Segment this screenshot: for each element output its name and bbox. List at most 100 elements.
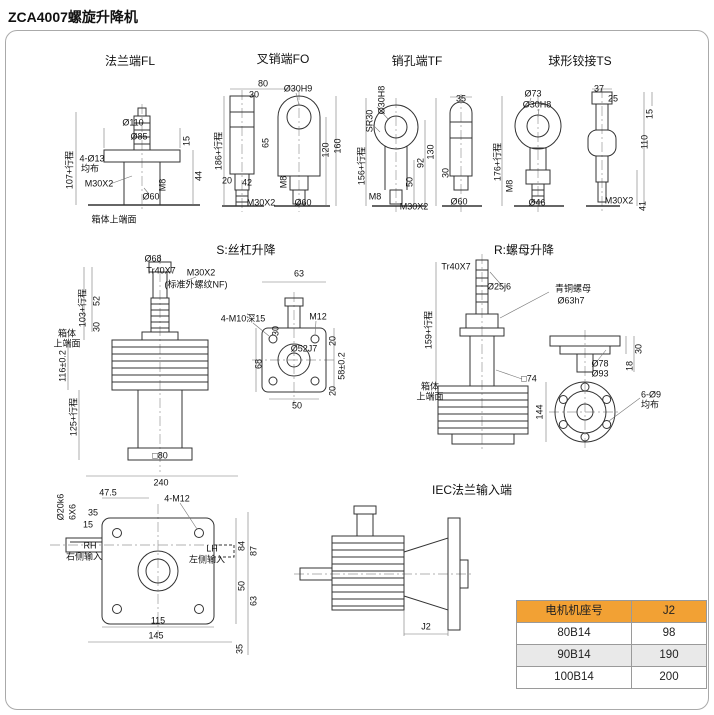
note-r-bronze-nut: 青铜螺母 xyxy=(554,283,592,294)
dim-r-travel: 159+行程 xyxy=(423,310,434,350)
dim-fo-travel: 186+行程 xyxy=(213,131,224,171)
dim-fl-m8: M8 xyxy=(157,178,168,192)
note-r-box2: 上端面 xyxy=(416,391,444,402)
dim-s-m30: M30X2 xyxy=(186,267,216,278)
table-cell-frame: 90B14 xyxy=(517,645,632,666)
table-row: 80B14 98 xyxy=(517,622,706,644)
view-s-drawing xyxy=(67,254,238,477)
dim-input-63: 63 xyxy=(248,595,259,607)
dim-fl-junbu: 均布 xyxy=(80,163,100,174)
dim-tf-d30h8: Ø30H8 xyxy=(376,85,387,115)
dim-ts-d46: Ø46 xyxy=(528,197,546,208)
section-title-ts: 球形铰接TS xyxy=(548,54,612,68)
dim-s-sq80: □80 xyxy=(152,450,168,461)
dim-fo-m30: M30X2 xyxy=(246,197,276,208)
section-title-fo: 叉销端FO xyxy=(256,52,310,66)
view-ts-drawing xyxy=(501,88,653,212)
dim-tf-30: 30 xyxy=(440,167,451,179)
note-s-box1: 箱体 xyxy=(57,328,77,339)
dim-s-30: 30 xyxy=(91,321,102,333)
dim-r-sq74: □74 xyxy=(521,373,537,384)
note-s-box2: 上端面 xyxy=(53,338,81,349)
dim-sside-68: 68 xyxy=(253,358,264,370)
dim-tf-m8: M8 xyxy=(368,191,382,202)
note-s-thread: (标准外螺纹NF) xyxy=(164,279,228,290)
dim-tf-130: 130 xyxy=(425,144,436,160)
dim-sside-50: 50 xyxy=(291,400,303,411)
dim-input-115: 115 xyxy=(150,615,166,626)
view-s-side-drawing xyxy=(252,281,336,404)
dim-tf-travel: 156+行程 xyxy=(356,146,367,186)
dim-ts-m8: M8 xyxy=(504,179,515,193)
note-input-rh: RH xyxy=(83,540,97,551)
dim-r-18: 18 xyxy=(624,360,635,372)
section-title-r: R:螺母升降 xyxy=(493,243,555,257)
dim-tf-d60: Ø60 xyxy=(450,196,468,207)
view-fl-drawing xyxy=(75,104,200,212)
dim-fl-d110: Ø110 xyxy=(122,117,144,128)
dim-fo-42: 42 xyxy=(241,177,253,188)
dim-fl-d60: Ø60 xyxy=(142,191,160,202)
dim-tf-m30: M30X2 xyxy=(399,201,429,212)
dim-r-d25j6: Ø25j6 xyxy=(486,281,512,292)
dim-input-4m12: 4-M12 xyxy=(164,493,190,504)
table-row: 100B14 200 xyxy=(517,666,706,688)
view-input-drawing xyxy=(50,497,249,655)
view-fo-drawing xyxy=(222,88,337,212)
dim-ts-d73: Ø73 xyxy=(524,88,542,99)
table-cell-j2: 200 xyxy=(659,671,679,683)
dim-tf-50: 50 xyxy=(404,176,415,188)
dim-ts-m30: M30X2 xyxy=(604,195,634,206)
dim-sside-d52j7: Ø52J7 xyxy=(290,343,318,354)
table-header-row: 电机机座号 J2 xyxy=(517,601,706,622)
dim-input-87: 87 xyxy=(248,545,259,557)
dim-fo-80: 80 xyxy=(257,78,269,89)
dim-s-d68: Ø68 xyxy=(144,253,162,264)
table-row: 90B14 190 xyxy=(517,644,706,666)
table-header-j2: J2 xyxy=(662,605,676,617)
note-input-lh: LH xyxy=(206,543,218,554)
dim-sside-20b: 20 xyxy=(327,385,338,397)
dim-input-50: 50 xyxy=(236,580,247,592)
dim-tf-35: 35 xyxy=(455,93,467,104)
dim-fl-15: 15 xyxy=(181,135,192,147)
table-cell-j2: 98 xyxy=(662,627,676,639)
dim-tf-92: 92 xyxy=(415,157,426,169)
dim-s-52: 52 xyxy=(91,295,102,307)
dim-r-tr40x7: Tr40X7 xyxy=(441,261,471,272)
view-iec-drawing xyxy=(294,505,474,636)
dim-ts-15: 15 xyxy=(644,108,655,120)
dim-fo-160: 160 xyxy=(332,138,343,154)
dim-s-travel1: 103+行程 xyxy=(77,288,88,328)
view-r-drawing xyxy=(435,254,550,452)
note-fl-top-face: 箱体上端面 xyxy=(91,214,137,225)
dim-r-d93: Ø93 xyxy=(591,368,609,379)
dim-fo-20: 20 xyxy=(221,175,233,186)
dim-fo-120: 120 xyxy=(320,142,331,158)
dim-input-35b: 35 xyxy=(234,643,245,655)
dim-input-key: 6X6 xyxy=(67,503,78,521)
dim-fl-travel: 107+行程 xyxy=(64,150,75,190)
table-cell-frame: 80B14 xyxy=(517,623,632,644)
motor-frame-table: 电机机座号 J2 80B14 98 90B14 190 100B14 200 xyxy=(516,600,707,689)
dim-ts-25: 25 xyxy=(607,93,619,104)
note-input-rh-text: 右侧输入 xyxy=(65,551,103,562)
dim-input-84: 84 xyxy=(236,540,247,552)
dim-r-d63h7: Ø63h7 xyxy=(557,295,585,306)
dim-r-d78: Ø78 xyxy=(591,358,609,369)
page-title: ZCA4007螺旋升降机 xyxy=(8,9,138,25)
sheet-border xyxy=(5,30,709,710)
dim-input-475: 47.5 xyxy=(99,487,117,498)
dim-input-35a: 35 xyxy=(87,507,99,518)
dim-sside-58: 58±0.2 xyxy=(336,352,347,380)
dim-fo-d60: Ø60 xyxy=(294,197,312,208)
dim-r-144: 144 xyxy=(534,404,545,420)
dim-s-240: 240 xyxy=(153,477,169,488)
dim-ts-d30h8: Ø30H8 xyxy=(522,99,552,110)
dim-input-15: 15 xyxy=(82,519,94,530)
dim-fl-d85: Ø85 xyxy=(130,131,148,142)
table-cell-j2: 190 xyxy=(659,649,679,661)
dim-sside-4m10: 4-M10深15 xyxy=(220,313,266,324)
table-cell-frame: 100B14 xyxy=(517,667,632,688)
